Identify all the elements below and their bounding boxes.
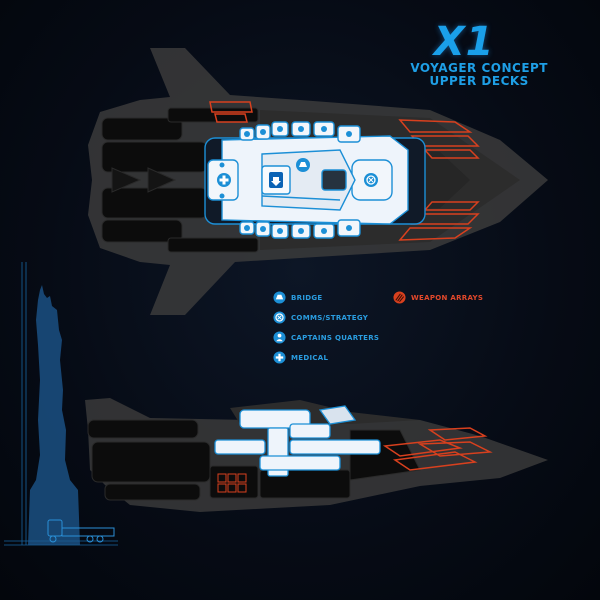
engine-blocks-top xyxy=(101,107,259,253)
captains-quarters-icon xyxy=(273,331,286,344)
hull-side-outline xyxy=(85,398,548,512)
storage-grid-side xyxy=(217,473,247,493)
legend-item-bridge: BRIDGE xyxy=(273,291,322,304)
captains-quarters-icon xyxy=(269,172,283,188)
legend-label-bridge: BRIDGE xyxy=(291,293,323,302)
legend-label-weapon-arrays: WEAPON ARRAYS xyxy=(411,293,484,302)
deck-plan-side xyxy=(214,405,381,477)
weapon-arrays-top xyxy=(209,101,480,241)
deck-plan-top xyxy=(204,121,426,239)
legend-label-medical: MEDICAL xyxy=(291,353,329,362)
comms-icon xyxy=(273,311,286,324)
bridge-icon xyxy=(296,158,310,172)
medical-icon xyxy=(217,173,231,187)
legend-label-comms: COMMS/STRATEGY xyxy=(291,313,369,322)
truck-silhouette xyxy=(47,519,115,543)
comms-icon xyxy=(364,173,378,187)
legend-item-weapon-arrays: WEAPON ARRAYS xyxy=(393,291,483,304)
statue-of-liberty-silhouette xyxy=(28,285,80,545)
bridge-icon xyxy=(273,291,286,304)
legend-label-captains-quarters: CAPTAINS QUARTERS xyxy=(291,333,380,342)
deck-icons-top xyxy=(217,126,378,234)
weapon-arrays-icon xyxy=(393,291,406,304)
medical-icon xyxy=(273,351,286,364)
subtitle-line-1: VOYAGER CONCEPT xyxy=(410,61,548,75)
legend-item-medical: MEDICAL xyxy=(273,351,328,364)
subtitle-line-2: UPPER DECKS xyxy=(429,74,529,88)
page-title: X1 xyxy=(433,19,495,65)
legend-item-comms: COMMS/STRATEGY xyxy=(273,311,368,324)
weapon-arrays-side xyxy=(382,427,493,471)
title-block: X1 VOYAGER CONCEPT UPPER DECKS xyxy=(410,22,548,88)
legend-item-captains-quarters: CAPTAINS QUARTERS xyxy=(273,331,379,344)
